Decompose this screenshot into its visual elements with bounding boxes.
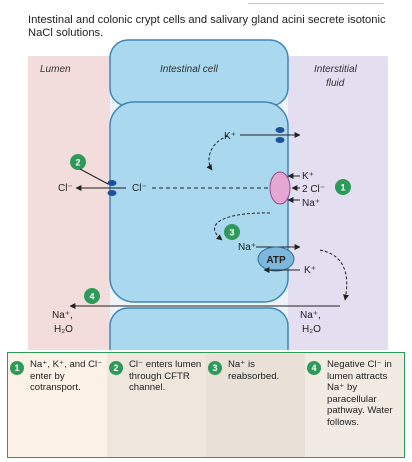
k-recycle-arrow xyxy=(206,135,229,171)
na-lumen-label: Na⁺, xyxy=(52,310,73,321)
cl-cotransport-label: 2 Cl⁻ xyxy=(302,184,325,195)
h2o-lumen-label: H₂O xyxy=(54,324,73,335)
lumen-title: Lumen xyxy=(40,64,71,75)
na-k-atpase xyxy=(257,246,295,272)
intestinal-cell xyxy=(109,101,289,303)
na-to-junction-arrow xyxy=(319,249,349,301)
lower-cell xyxy=(109,307,289,350)
top-rule xyxy=(248,3,384,4)
k-channel-upper xyxy=(275,127,285,133)
k-top-label: K⁺ xyxy=(224,131,236,142)
legend-badge-3: 3 xyxy=(208,361,222,375)
legend-text-1: Na⁺, K⁺, and Cl⁻ enter by cotransport. xyxy=(30,359,103,393)
nkcc-cotransporter xyxy=(269,171,291,205)
k-channel-lower xyxy=(275,137,285,143)
interstitial-title-line1: Interstitial xyxy=(314,64,358,75)
step-2-leader xyxy=(79,168,109,185)
legend-badge-4: 4 xyxy=(307,361,321,375)
legend-item-2: 2 Cl⁻ enters lumen through CFTR channel. xyxy=(107,353,206,457)
cell-title: Intestinal cell xyxy=(160,64,219,75)
step-badge-3 xyxy=(224,224,240,240)
step-badge-2 xyxy=(70,154,86,170)
legend-badge-2: 2 xyxy=(109,361,123,375)
crypt-cell-diagram: Lumen Intestinal cell Interstitial fluid… xyxy=(28,39,388,350)
step-number-1: 1 xyxy=(340,183,345,193)
cftr-channel-upper xyxy=(107,180,117,186)
interstitial-title-line2: fluid xyxy=(326,78,345,89)
cl-cell-label: Cl⁻ xyxy=(132,183,147,194)
step-number-4: 4 xyxy=(89,292,94,302)
legend-item-4: 4 Negative Cl⁻ in lumen attracts Na⁺ by … xyxy=(305,353,404,457)
legend-text-3: Na⁺ is reabsorbed. xyxy=(228,359,280,382)
legend-item-3: 3 Na⁺ is reabsorbed. xyxy=(206,353,305,457)
k-pump-label: K⁺ xyxy=(304,265,316,276)
interstitial-region xyxy=(288,56,388,350)
legend-text-4: Negative Cl⁻ in lumen attracts Na⁺ by pa… xyxy=(327,359,393,428)
legend-text-2: Cl⁻ enters lumen through CFTR channel. xyxy=(129,359,202,393)
k-cotransport-label: K⁺ xyxy=(302,171,314,182)
step-badge-4 xyxy=(84,288,100,304)
legend-item-1: 1 Na⁺, K⁺, and Cl⁻ enter by cotransport. xyxy=(8,353,107,457)
cftr-channel-lower xyxy=(107,190,117,196)
step-number-3: 3 xyxy=(229,228,234,238)
na-pump-label: Na⁺ xyxy=(238,242,256,253)
step-number-2: 2 xyxy=(75,158,80,168)
step-badge-1 xyxy=(335,179,351,195)
atp-label: ATP xyxy=(266,255,286,266)
na-cotransport-label: Na⁺ xyxy=(302,198,320,209)
legend-badge-1: 1 xyxy=(10,361,24,375)
cl-lumen-label: Cl⁻ xyxy=(58,183,73,194)
step-legend: 1 Na⁺, K⁺, and Cl⁻ enter by cotransport.… xyxy=(7,352,405,458)
figure-caption: Intestinal and colonic crypt cells and s… xyxy=(28,14,386,39)
na-interstitial-label: Na⁺, xyxy=(300,310,321,321)
h2o-interstitial-label: H₂O xyxy=(302,324,321,335)
na-recycle-arrow xyxy=(214,212,271,241)
